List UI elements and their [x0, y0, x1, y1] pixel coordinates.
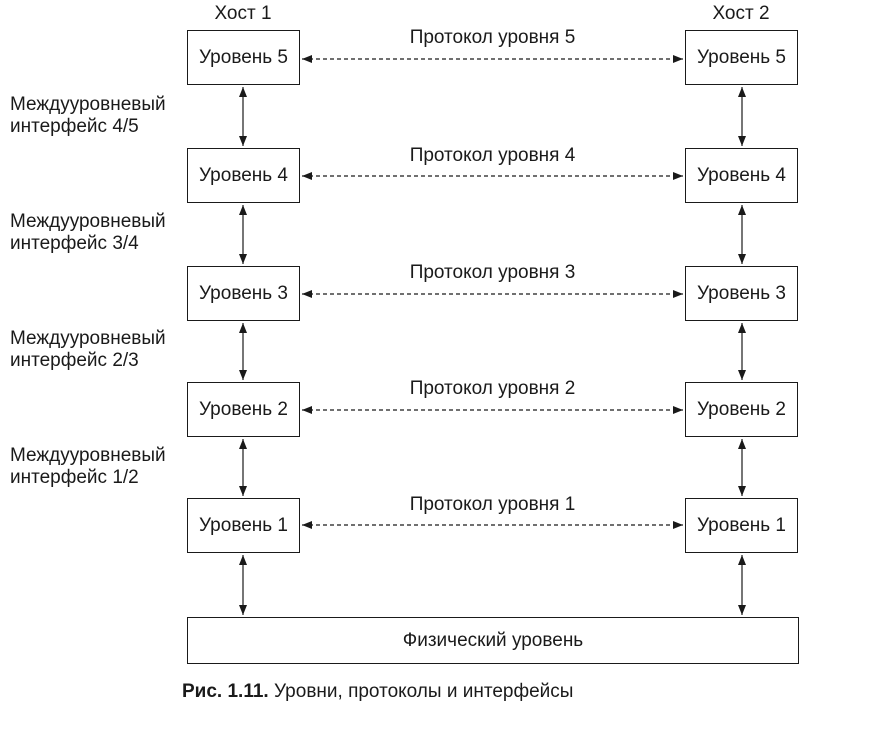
- host-2-layer-2: Уровень 2: [685, 382, 798, 437]
- host-2-layer-1: Уровень 1: [685, 498, 798, 553]
- protocol-label-4: Протокол уровня 4: [409, 145, 576, 166]
- interface-label-4-5: Междууровневый интерфейс 4/5: [10, 94, 166, 137]
- figure-caption: Рис. 1.11. Уровни, протоколы и интерфейс…: [182, 681, 573, 703]
- interface-label-1-2: Междууровневый интерфейс 1/2: [10, 445, 166, 488]
- host-1-layer-2: Уровень 2: [187, 382, 300, 437]
- host-1-layer-5: Уровень 5: [187, 30, 300, 85]
- figure-caption-text: Уровни, протоколы и интерфейсы: [268, 681, 574, 702]
- host-1-layer-4: Уровень 4: [187, 148, 300, 203]
- host-1-layer-1: Уровень 1: [187, 498, 300, 553]
- physical-layer-box: Физический уровень: [187, 617, 799, 664]
- host-2-layer-3: Уровень 3: [685, 266, 798, 321]
- protocol-label-1: Протокол уровня 1: [409, 494, 576, 515]
- protocol-label-3: Протокол уровня 3: [409, 262, 576, 283]
- host-2-layer-4: Уровень 4: [685, 148, 798, 203]
- interface-label-2-3: Междууровневый интерфейс 2/3: [10, 328, 166, 371]
- interface-label-3-4: Междууровневый интерфейс 3/4: [10, 211, 166, 254]
- host-2-layer-5: Уровень 5: [685, 30, 798, 85]
- protocol-label-5: Протокол уровня 5: [409, 27, 576, 48]
- host-1-layer-3: Уровень 3: [187, 266, 300, 321]
- host-2-title: Хост 2: [712, 3, 770, 24]
- figure-number: Рис. 1.11.: [182, 681, 269, 702]
- protocol-label-2: Протокол уровня 2: [409, 378, 576, 399]
- host-1-title: Хост 1: [214, 3, 272, 24]
